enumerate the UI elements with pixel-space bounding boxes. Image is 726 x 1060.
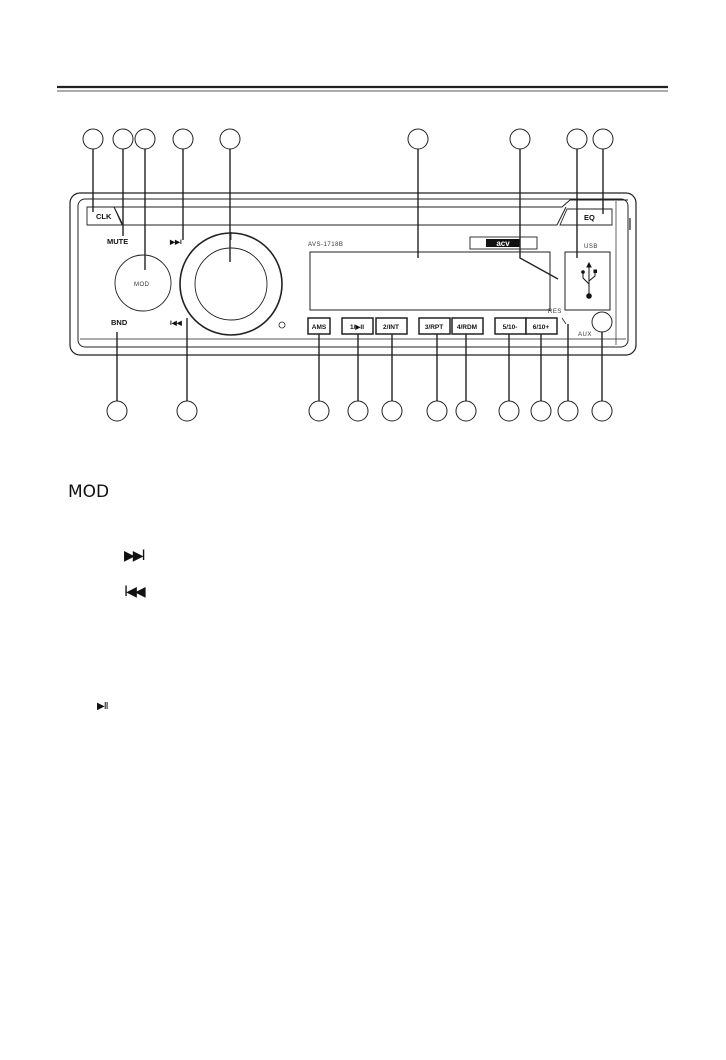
callout-circle <box>347 400 369 422</box>
aux-jack[interactable] <box>591 311 613 333</box>
preset-4-rdm-button[interactable]: 4/RDM <box>451 317 484 335</box>
callout-circle <box>106 400 128 422</box>
model-label: AVS-1718B <box>308 242 343 248</box>
callout-circle <box>381 400 403 422</box>
next-track-button[interactable]: ▶▶I <box>169 239 182 246</box>
callout-circle <box>172 128 194 150</box>
callout-circle <box>407 128 429 150</box>
eq-label: EQ <box>584 213 595 222</box>
mod-power-button[interactable]: MOD <box>114 254 172 312</box>
callout-circle <box>509 128 531 150</box>
preset-6-label: 6/10+ <box>533 324 550 331</box>
header-rule <box>57 85 668 92</box>
preset-1-play-button[interactable]: 1/▶II <box>341 317 374 335</box>
callout-circle <box>82 128 104 150</box>
callout-circle <box>557 400 579 422</box>
prev-track-button[interactable]: I◀◀ <box>170 320 183 327</box>
preset-3-label: 3/RPT <box>425 324 443 331</box>
brand-logo: acv <box>469 236 538 250</box>
callout-circle <box>455 400 477 422</box>
clk-button[interactable]: CLK <box>86 206 123 226</box>
preset-3-rpt-button[interactable]: 3/RPT <box>418 317 451 335</box>
callout-circle <box>426 400 448 422</box>
ams-label: AMS <box>312 324 327 331</box>
preset-4-label: 4/RDM <box>457 324 477 331</box>
top-callouts <box>82 128 614 150</box>
preset-1-label: 1/▶II <box>350 324 364 331</box>
preset-2-label: 2/INT <box>383 324 399 331</box>
mute-button[interactable]: MUTE <box>107 237 128 246</box>
legend-play-pause-icon: ▶II <box>97 701 109 712</box>
callout-circle <box>219 128 241 150</box>
preset-6-button[interactable]: 6/10+ <box>525 317 558 335</box>
band-button[interactable]: BND <box>111 318 128 327</box>
usb-port[interactable] <box>564 251 611 311</box>
bottom-callouts <box>106 400 613 422</box>
leader-lines-top <box>92 149 604 280</box>
legend-mod-symbol: MOD <box>68 482 110 502</box>
callout-circle <box>592 128 614 150</box>
callout-circle <box>566 128 588 150</box>
callout-circle <box>498 400 520 422</box>
lcd-display <box>309 251 551 311</box>
preset-5-button[interactable]: 5/10- <box>494 317 527 335</box>
legend-next-icon: ▶▶I <box>124 548 146 564</box>
mod-label: MOD <box>134 282 150 288</box>
legend-prev-icon: I◀◀ <box>124 584 146 600</box>
ir-sensor <box>278 321 286 329</box>
callout-circle <box>530 400 552 422</box>
aux-label: AUX <box>578 332 592 338</box>
volume-knob[interactable] <box>179 232 283 336</box>
preset-5-label: 5/10- <box>503 324 518 331</box>
ams-button[interactable]: AMS <box>307 317 331 335</box>
faceplate <box>69 192 637 356</box>
clk-label: CLK <box>96 212 112 221</box>
preset-buttons: AMS 1/▶II 2/INT 3/RPT 4/RDM 5/10- 6/10+ <box>307 317 558 335</box>
callout-circle <box>308 400 330 422</box>
usb-icon <box>581 261 597 299</box>
reset-button[interactable]: RES <box>548 309 562 315</box>
callout-circle <box>112 128 134 150</box>
usb-label: USB <box>584 244 598 250</box>
callout-circle <box>176 400 198 422</box>
brand-text: acv <box>496 239 510 248</box>
callout-circle <box>134 128 156 150</box>
eq-button[interactable]: EQ <box>559 208 613 226</box>
leader-lines-bottom <box>116 318 603 401</box>
callout-circle <box>591 400 613 422</box>
preset-2-int-button[interactable]: 2/INT <box>375 317 408 335</box>
